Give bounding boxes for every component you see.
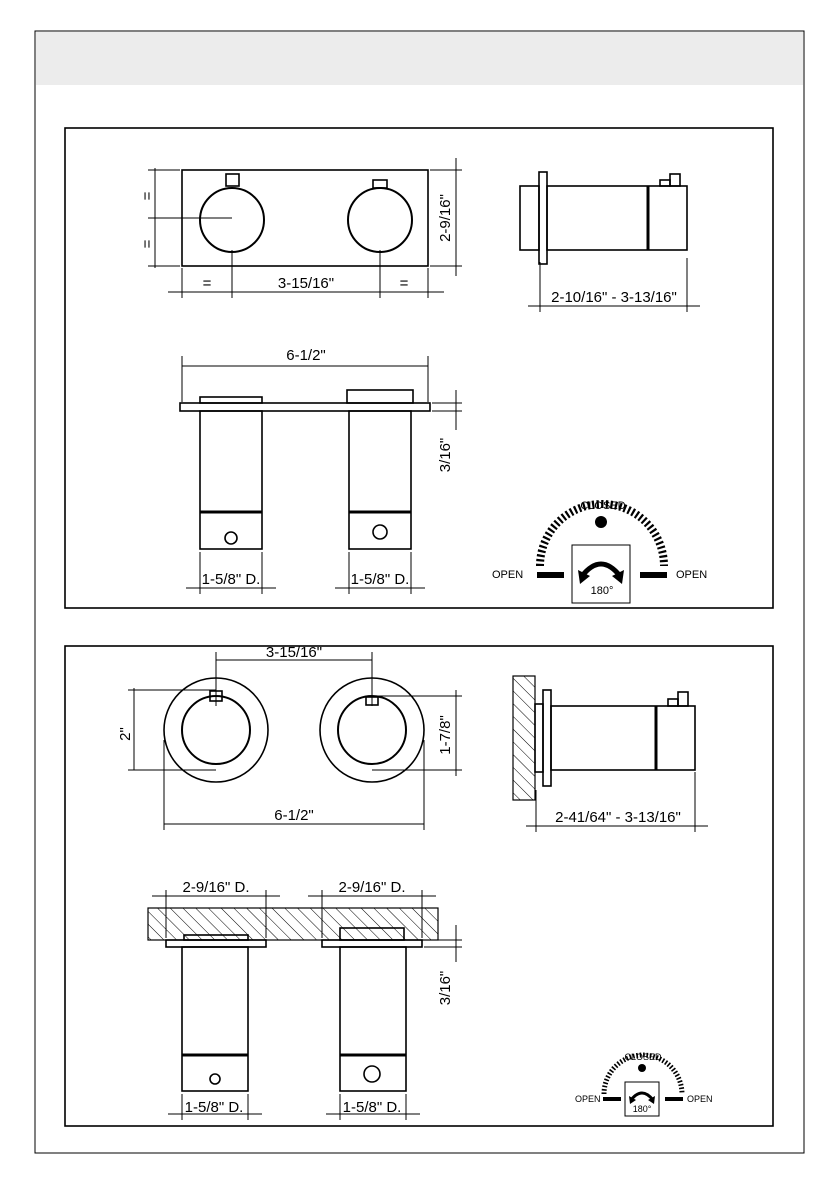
plan2-dia-right-label: 1-5/8" D. <box>343 1099 402 1116</box>
panel-2-side-view: 2-41/64" - 3-13/16" <box>513 676 708 832</box>
front-height-label: 2-9/16" <box>437 194 454 242</box>
plan-thickness-label: 3/16" <box>437 438 454 473</box>
front-eq-left: = <box>203 275 212 292</box>
closed-marker-small <box>638 1064 646 1072</box>
front2-right-dia-label: 1-7/8" <box>437 715 454 755</box>
open-right-label-small: OPEN <box>687 1094 713 1104</box>
plan-dia-left-label: 1-5/8" D. <box>202 571 261 588</box>
open-left-label: OPEN <box>492 569 523 581</box>
panel-1-front-view: = = 2-9/16" = 3-15/16" = <box>139 158 462 298</box>
panel-1-plan-view: 6-1/2" 3/16" 1-5/8" D. 1-5/8" D. <box>180 347 462 594</box>
front-eq-right: = <box>400 275 409 292</box>
panel-1-side-view: 2-10/16" - 3-13/16" <box>520 172 700 312</box>
front-eq-top: = <box>139 191 156 200</box>
plan2-thickness-label: 3/16" <box>437 971 454 1006</box>
side2-depth-label: 2-41/64" - 3-13/16" <box>555 809 681 826</box>
front-width-label: 3-15/16" <box>278 275 334 292</box>
plan2-dia-left-top: 2-9/16" D. <box>182 879 249 896</box>
panel-2-front-view: 3-15/16" 2" 1-7/8" 6-1/2" <box>117 644 462 830</box>
side-depth-label: 2-10/16" - 3-13/16" <box>551 289 677 306</box>
front-eq-bottom: = <box>139 239 156 248</box>
closed-label: CLOSED <box>580 500 625 512</box>
closed-marker <box>595 516 607 528</box>
front2-spacing-label: 3-15/16" <box>266 644 322 661</box>
rotation-angle-label: 180° <box>591 585 614 597</box>
plan-overall-label: 6-1/2" <box>286 347 326 364</box>
panel-2-rotation-diagram: CLOSED OPEN OPEN 180° <box>575 1052 713 1116</box>
open-left-label-small: OPEN <box>575 1094 601 1104</box>
plan2-dia-left-label: 1-5/8" D. <box>185 1099 244 1116</box>
plan2-dia-right-top: 2-9/16" D. <box>338 879 405 896</box>
front2-left-dia-label: 2" <box>117 727 134 741</box>
front2-overall-label: 6-1/2" <box>274 807 314 824</box>
panel-1: = = 2-9/16" = 3-15/16" = <box>65 128 773 608</box>
plan-dia-right-label: 1-5/8" D. <box>351 571 410 588</box>
closed-label-small: CLOSED <box>624 1052 662 1062</box>
panel-1-rotation-diagram: CLOSED OPEN OPEN 180° <box>492 500 707 603</box>
panel-2: 3-15/16" 2" 1-7/8" 6-1/2" <box>65 644 773 1126</box>
open-right-label: OPEN <box>676 569 707 581</box>
rotation-angle-small: 180° <box>633 1104 652 1114</box>
header-band <box>36 32 803 85</box>
panel-2-frame <box>65 646 773 1126</box>
panel-2-plan-view: 2-9/16" D. 2-9/16" D. 3/16" 1-5/8" D. <box>148 879 462 1120</box>
panel-1-frame <box>65 128 773 608</box>
